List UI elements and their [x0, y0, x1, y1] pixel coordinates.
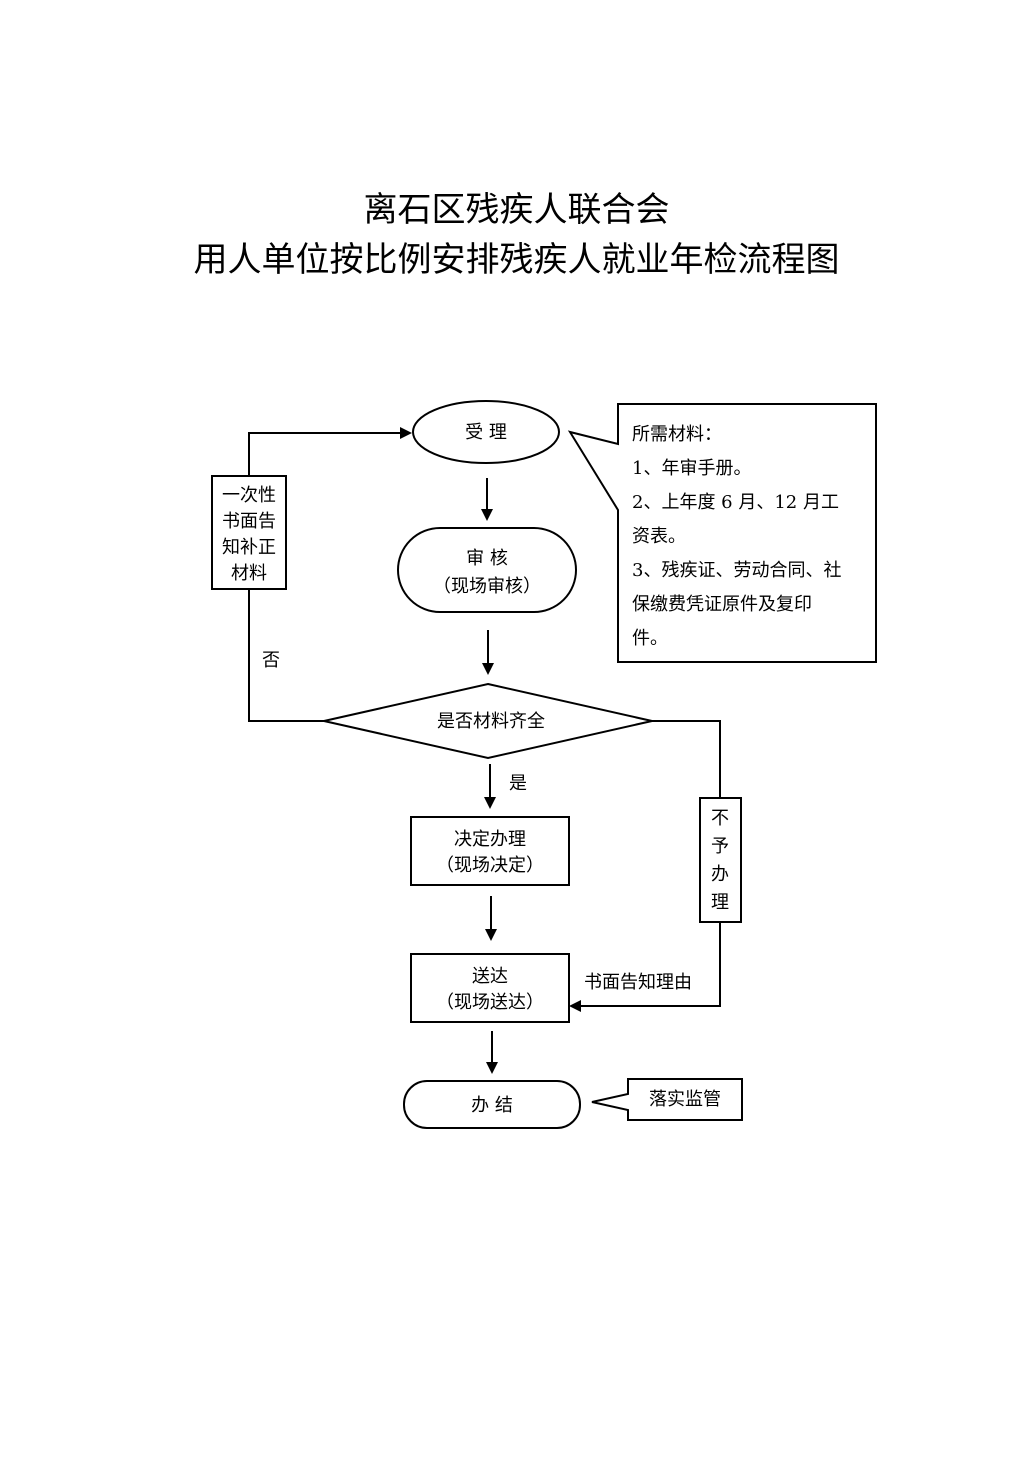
materials-note-line: 所需材料：	[632, 424, 722, 445]
node-deliver: 送达 （现场送达）	[410, 953, 570, 1023]
node-reject-line: 予	[711, 836, 729, 857]
node-reject-line: 不	[711, 808, 729, 829]
node-review-subtitle: （现场审核）	[433, 576, 541, 597]
connector-no-branch	[248, 589, 324, 722]
materials-note-line: 资表。	[632, 526, 686, 547]
connector-reject-branch	[652, 720, 721, 798]
node-deliver-title: 送达	[472, 966, 508, 987]
node-decision-label: 是否材料齐全	[437, 711, 545, 732]
node-deliver-subtitle: （现场送达）	[436, 992, 544, 1013]
node-notify-line: 材料	[231, 563, 267, 584]
node-finish-label: 办 结	[471, 1095, 513, 1116]
node-reject-line: 理	[711, 892, 729, 913]
materials-note-line: 件。	[632, 628, 668, 649]
node-notify-line: 一次性	[222, 485, 276, 506]
node-review-title: 审 核	[466, 548, 508, 569]
node-supervise-label: 落实监管	[649, 1089, 721, 1110]
page-title-line1: 离石区残疾人联合会	[363, 190, 670, 230]
node-notify-correction: 一次性 书面告 知补正 材料	[211, 475, 287, 590]
node-finish: 办 结	[403, 1080, 581, 1129]
node-review: 审 核 （现场审核）	[397, 527, 577, 613]
node-accept-label: 受 理	[465, 422, 507, 443]
node-notify-line: 知补正	[222, 537, 276, 558]
label-yes: 是	[509, 773, 527, 794]
node-decision: 是否材料齐全	[323, 682, 653, 760]
node-decide-title: 决定办理	[454, 829, 526, 850]
page-title-line2: 用人单位按比例安排残疾人就业年检流程图	[193, 240, 840, 280]
node-decide-subtitle: （现场决定）	[436, 855, 544, 876]
node-supervise: 落实监管	[591, 1078, 743, 1121]
node-accept: 受 理	[412, 400, 560, 464]
materials-note: 所需材料： 1、年审手册。 2、上年度 6 月、12 月工 资表。 3、残疾证、…	[567, 403, 877, 663]
materials-note-line: 1、年审手册。	[632, 458, 751, 479]
label-no: 否	[262, 650, 280, 671]
node-reject-line: 办	[711, 864, 729, 885]
node-decide: 决定办理 （现场决定）	[410, 816, 570, 886]
node-reject: 不 予 办 理	[699, 797, 742, 923]
materials-note-line: 2、上年度 6 月、12 月工	[632, 492, 839, 513]
label-written-reason: 书面告知理由	[584, 972, 692, 993]
arrow-reject-to-deliver	[569, 922, 721, 1012]
materials-note-line: 保缴费凭证原件及复印	[632, 594, 812, 615]
materials-note-line: 3、残疾证、劳动合同、社	[632, 560, 841, 581]
arrow-notify-to-accept	[248, 427, 412, 476]
node-notify-line: 书面告	[222, 511, 276, 532]
